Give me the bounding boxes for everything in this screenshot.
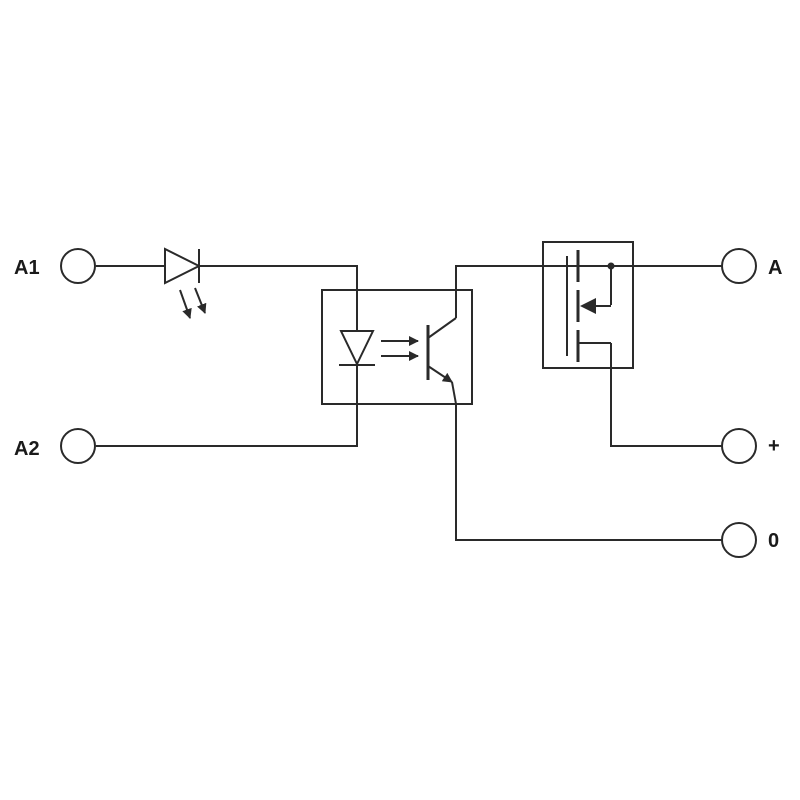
terminal-label-a2: A2 — [14, 438, 40, 460]
terminal-label-a1: A1 — [14, 257, 40, 279]
terminal-a2[interactable] — [60, 428, 96, 464]
terminal-plus[interactable] — [721, 428, 757, 464]
optocoupler-icon — [321, 289, 473, 405]
led-indicator-icon — [164, 247, 207, 319]
terminal-label-zero: 0 — [768, 530, 779, 552]
terminal-a1[interactable] — [60, 248, 96, 284]
terminal-zero[interactable] — [721, 522, 757, 558]
terminal-label-plus: + — [768, 435, 780, 457]
mosfet-icon — [542, 241, 634, 369]
terminal-a[interactable] — [721, 248, 757, 284]
terminal-label-a: A — [768, 257, 782, 279]
wiring — [96, 265, 722, 541]
